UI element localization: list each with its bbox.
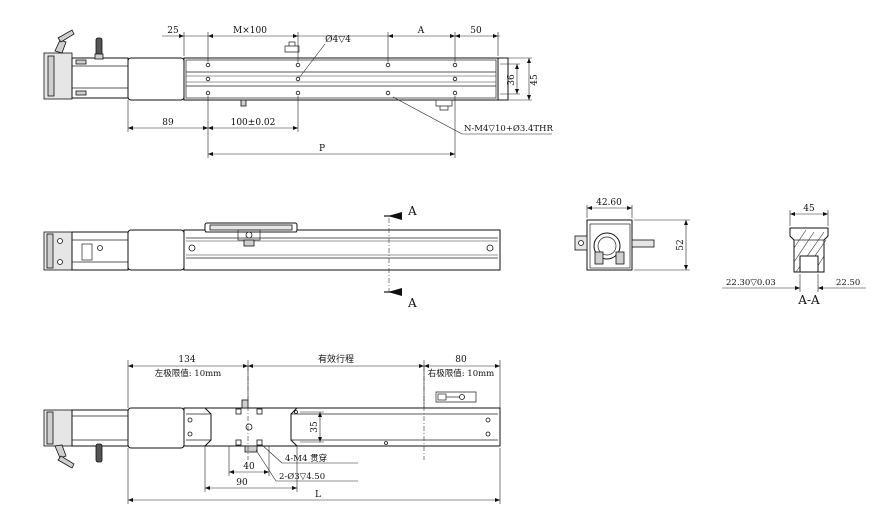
dim-134: 134 bbox=[178, 355, 195, 365]
top-body bbox=[183, 41, 509, 111]
section-title: A-A bbox=[797, 293, 820, 307]
dim-100tol: 100±0.02 bbox=[231, 118, 276, 128]
dim-52: 52 bbox=[676, 239, 686, 250]
dim-40: 40 bbox=[243, 462, 255, 472]
stroke-label: 有效行程 bbox=[318, 353, 354, 365]
dim-2230: 22.30▽0.03 bbox=[726, 278, 776, 288]
right-limit: 右极限值: 10mm bbox=[428, 368, 495, 379]
dim-45-section: 45 bbox=[803, 204, 815, 214]
bottom-carriage bbox=[203, 399, 299, 453]
top-motor bbox=[43, 29, 129, 100]
side-carriage bbox=[204, 222, 298, 247]
dim-45-top: 45 bbox=[530, 74, 540, 86]
dim-35: 35 bbox=[310, 421, 320, 433]
section-aa: 45 22.30▽0.03 22.50 A-A bbox=[722, 204, 866, 307]
dim-36: 36 bbox=[507, 74, 517, 86]
side-view: A A bbox=[43, 204, 501, 310]
left-limit: 左极限值: 10mm bbox=[155, 368, 222, 379]
dim-50: 50 bbox=[470, 26, 482, 36]
end-view: 42.60 52 bbox=[574, 198, 690, 271]
note-m4: 4-M4 贯穿 bbox=[285, 453, 327, 464]
top-dims: 25 M×100 Ø4▽4 A 50 36 45 bbox=[127, 26, 553, 158]
section-mark-top: A bbox=[407, 204, 417, 218]
top-coupling bbox=[127, 57, 185, 101]
dim-hole-top: Ø4▽4 bbox=[325, 34, 351, 45]
dim-2250: 22.50 bbox=[836, 278, 860, 288]
dim-l: L bbox=[315, 490, 321, 500]
note-thread: N-M4▽10+Ø3.4THR bbox=[464, 123, 553, 134]
side-coupling bbox=[127, 229, 185, 271]
dim-25: 25 bbox=[167, 26, 179, 36]
note-hole: 2-Ø3▽4.50 bbox=[279, 471, 325, 482]
section-mark-bottom: A bbox=[407, 296, 417, 310]
dim-80: 80 bbox=[455, 355, 467, 365]
side-body bbox=[183, 229, 501, 271]
bottom-view: 134 左极限值: 10mm 有效行程 80 右极限值: 10mm 35 40 bbox=[43, 353, 501, 504]
dim-90: 90 bbox=[236, 478, 248, 488]
top-view: 25 M×100 Ø4▽4 A 50 36 45 bbox=[43, 26, 553, 158]
dim-89: 89 bbox=[162, 118, 174, 128]
dim-a: A bbox=[417, 26, 425, 36]
bottom-dims: 134 左极限值: 10mm 有效行程 80 右极限值: 10mm 35 40 bbox=[127, 353, 501, 504]
dim-mx100: M×100 bbox=[233, 26, 267, 36]
dim-p: P bbox=[319, 144, 325, 154]
dim-4260: 42.60 bbox=[596, 198, 622, 208]
